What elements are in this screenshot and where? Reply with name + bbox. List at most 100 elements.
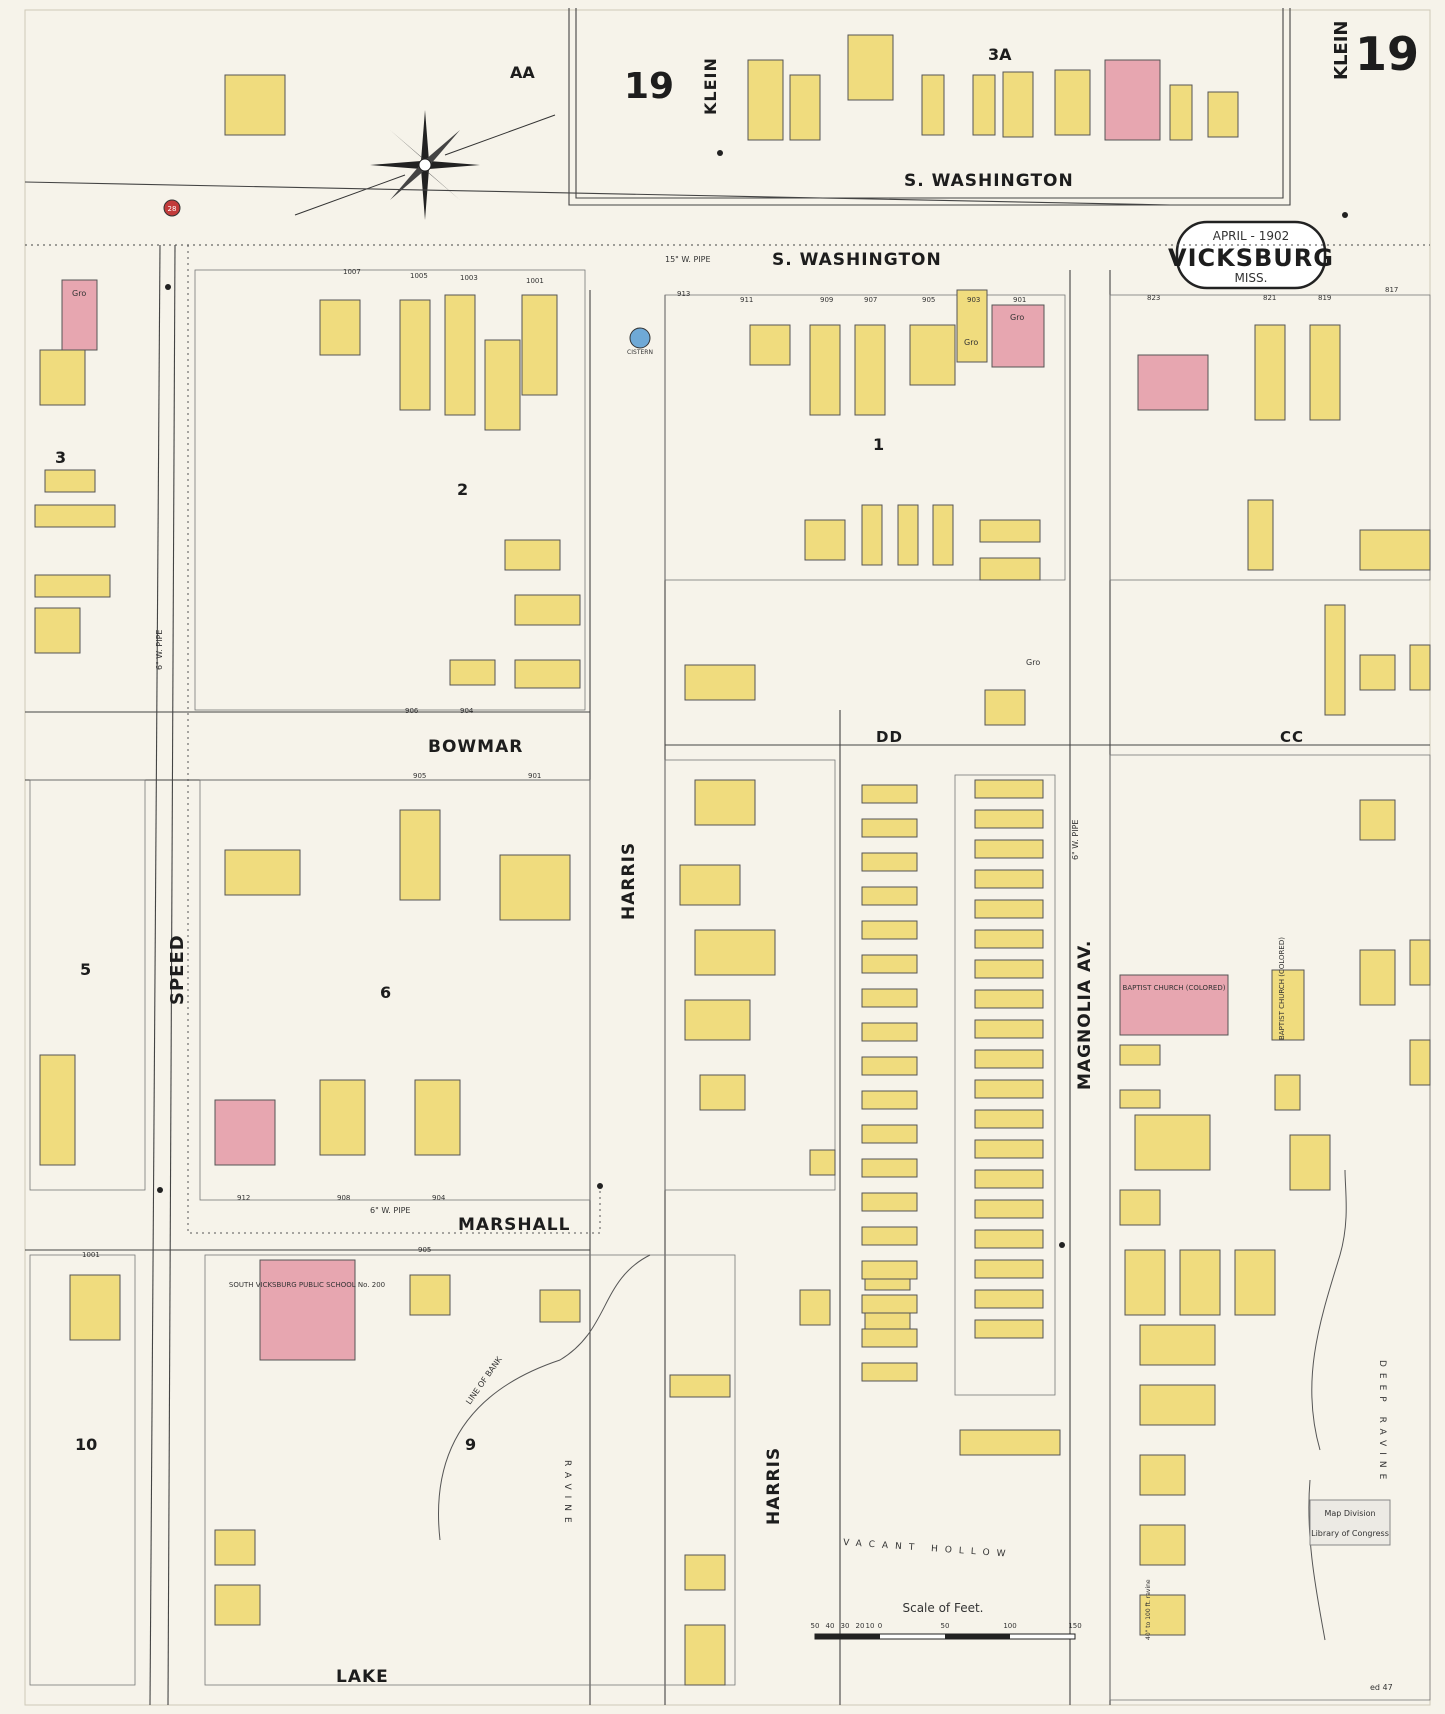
- row-house: [861, 1294, 918, 1314]
- dwelling: [399, 299, 431, 411]
- brick-building: [214, 1099, 276, 1166]
- hydrant-dot-icon: [597, 1183, 603, 1189]
- row-house: [861, 1056, 918, 1076]
- street-label-magnolia: MAGNOLIA AV.: [1075, 940, 1095, 1090]
- dwelling: [1274, 1074, 1301, 1111]
- dwelling: [799, 1289, 831, 1326]
- grocery-label: Gro: [72, 289, 86, 298]
- row-houses-west: [861, 784, 918, 1382]
- dwelling: [1409, 644, 1431, 691]
- row-house: [974, 959, 1044, 979]
- church-label-2: BAPTIST CHURCH (COLORED): [1278, 937, 1286, 1040]
- brick-store: [61, 279, 98, 351]
- street-label-lake: LAKE: [336, 1667, 389, 1687]
- row-house: [861, 988, 918, 1008]
- dwelling: [539, 1289, 581, 1323]
- block-number-5: 5: [80, 960, 91, 979]
- pipe-label-magnolia: 6" W. PIPE: [1071, 820, 1080, 860]
- address-number: 1001: [82, 1251, 100, 1259]
- stamp-line-2: Library of Congress: [1311, 1529, 1389, 1538]
- inset-dwelling: [847, 34, 894, 101]
- dwelling: [1139, 1524, 1186, 1566]
- row-house: [974, 1049, 1044, 1069]
- inset-dwelling: [1002, 71, 1034, 138]
- row-house: [861, 784, 918, 804]
- church-building: [1119, 974, 1229, 1036]
- dwelling: [214, 1584, 261, 1626]
- address-number: 823: [1147, 294, 1160, 302]
- row-house: [974, 899, 1044, 919]
- inset-dwelling: [972, 74, 996, 136]
- dwelling: [504, 539, 561, 571]
- row-house: [974, 1019, 1044, 1039]
- church-label: BAPTIST CHURCH (COLORED): [1123, 984, 1226, 992]
- address-number: 1005: [410, 272, 428, 280]
- lot-lines: [29, 269, 1431, 1701]
- dwelling: [1234, 1249, 1276, 1316]
- address-number: 907: [864, 296, 877, 304]
- row-house: [861, 886, 918, 906]
- dwelling: [499, 854, 571, 921]
- dwelling: [809, 324, 841, 416]
- address-number: 1003: [460, 274, 478, 282]
- dwelling: [34, 574, 111, 598]
- street-label-harris-lower: HARRIS: [764, 1447, 784, 1525]
- street-label-washington-main: S. WASHINGTON: [772, 250, 942, 270]
- street-label-klein-right: KLEIN: [1331, 21, 1352, 80]
- address-numbers: 1007 1005 1003 1001 913 911 909 907 905 …: [82, 268, 1398, 1259]
- row-house: [974, 1079, 1044, 1099]
- row-house: [861, 920, 918, 940]
- scale-tick-label: 20: [856, 1622, 865, 1630]
- dwelling: [909, 324, 956, 386]
- dwelling: [521, 294, 558, 396]
- row-house: [861, 1158, 918, 1178]
- dwelling: [959, 1429, 1061, 1456]
- block-number-6: 6: [380, 983, 391, 1002]
- address-number: 906: [405, 707, 419, 715]
- dwelling: [979, 557, 1041, 581]
- inset-dwelling: [747, 59, 784, 141]
- ravine-edge: [1308, 1479, 1326, 1641]
- compass-rose-icon: [294, 110, 556, 220]
- row-house: [974, 1139, 1044, 1159]
- dwelling: [399, 809, 441, 901]
- dwelling: [1139, 1324, 1216, 1366]
- dwelling: [1124, 1249, 1166, 1316]
- dwelling: [44, 469, 96, 493]
- dwelling: [1324, 604, 1346, 716]
- row-house: [974, 839, 1044, 859]
- dwelling: [1289, 1134, 1331, 1191]
- block-label-aa: AA: [510, 63, 535, 82]
- bottom-right-note: 40" to 100 ft. ravine: [1145, 1579, 1152, 1640]
- hydrant-dot-icon: [1342, 212, 1348, 218]
- stamp-line-1: Map Division: [1324, 1509, 1375, 1518]
- scale-title: Scale of Feet.: [902, 1601, 983, 1615]
- sheet-number: 19: [1355, 27, 1419, 81]
- street-label-speed: SPEED: [167, 934, 188, 1005]
- row-house: [974, 1199, 1044, 1219]
- library-stamp: Map Division Library of Congress: [1309, 1499, 1391, 1546]
- row-house: [974, 1259, 1044, 1279]
- dwelling: [699, 1074, 746, 1111]
- dwelling: [224, 849, 301, 896]
- row-house: [861, 1124, 918, 1144]
- row-house: [861, 852, 918, 872]
- block-number-1: 1: [873, 435, 884, 454]
- pipe-label-marshall: 6" W. PIPE: [370, 1206, 410, 1215]
- address-number: 909: [820, 296, 833, 304]
- dwelling: [1139, 1384, 1216, 1426]
- row-house: [861, 1328, 918, 1348]
- street-label-washington-inset: S. WASHINGTON: [904, 171, 1074, 191]
- dwelling: [1359, 529, 1431, 571]
- hydrant-number: 28: [168, 205, 177, 213]
- row-house: [861, 1090, 918, 1110]
- row-house: [974, 1109, 1044, 1129]
- cistern-icon: [629, 327, 651, 349]
- grocery-label: Gro: [1026, 658, 1040, 667]
- dwelling: [694, 929, 776, 976]
- dwellings: [34, 74, 1431, 1686]
- dwelling: [804, 519, 846, 561]
- street-label-marshall: MARSHALL: [458, 1215, 570, 1235]
- row-house: [861, 1362, 918, 1382]
- dwelling: [319, 299, 361, 356]
